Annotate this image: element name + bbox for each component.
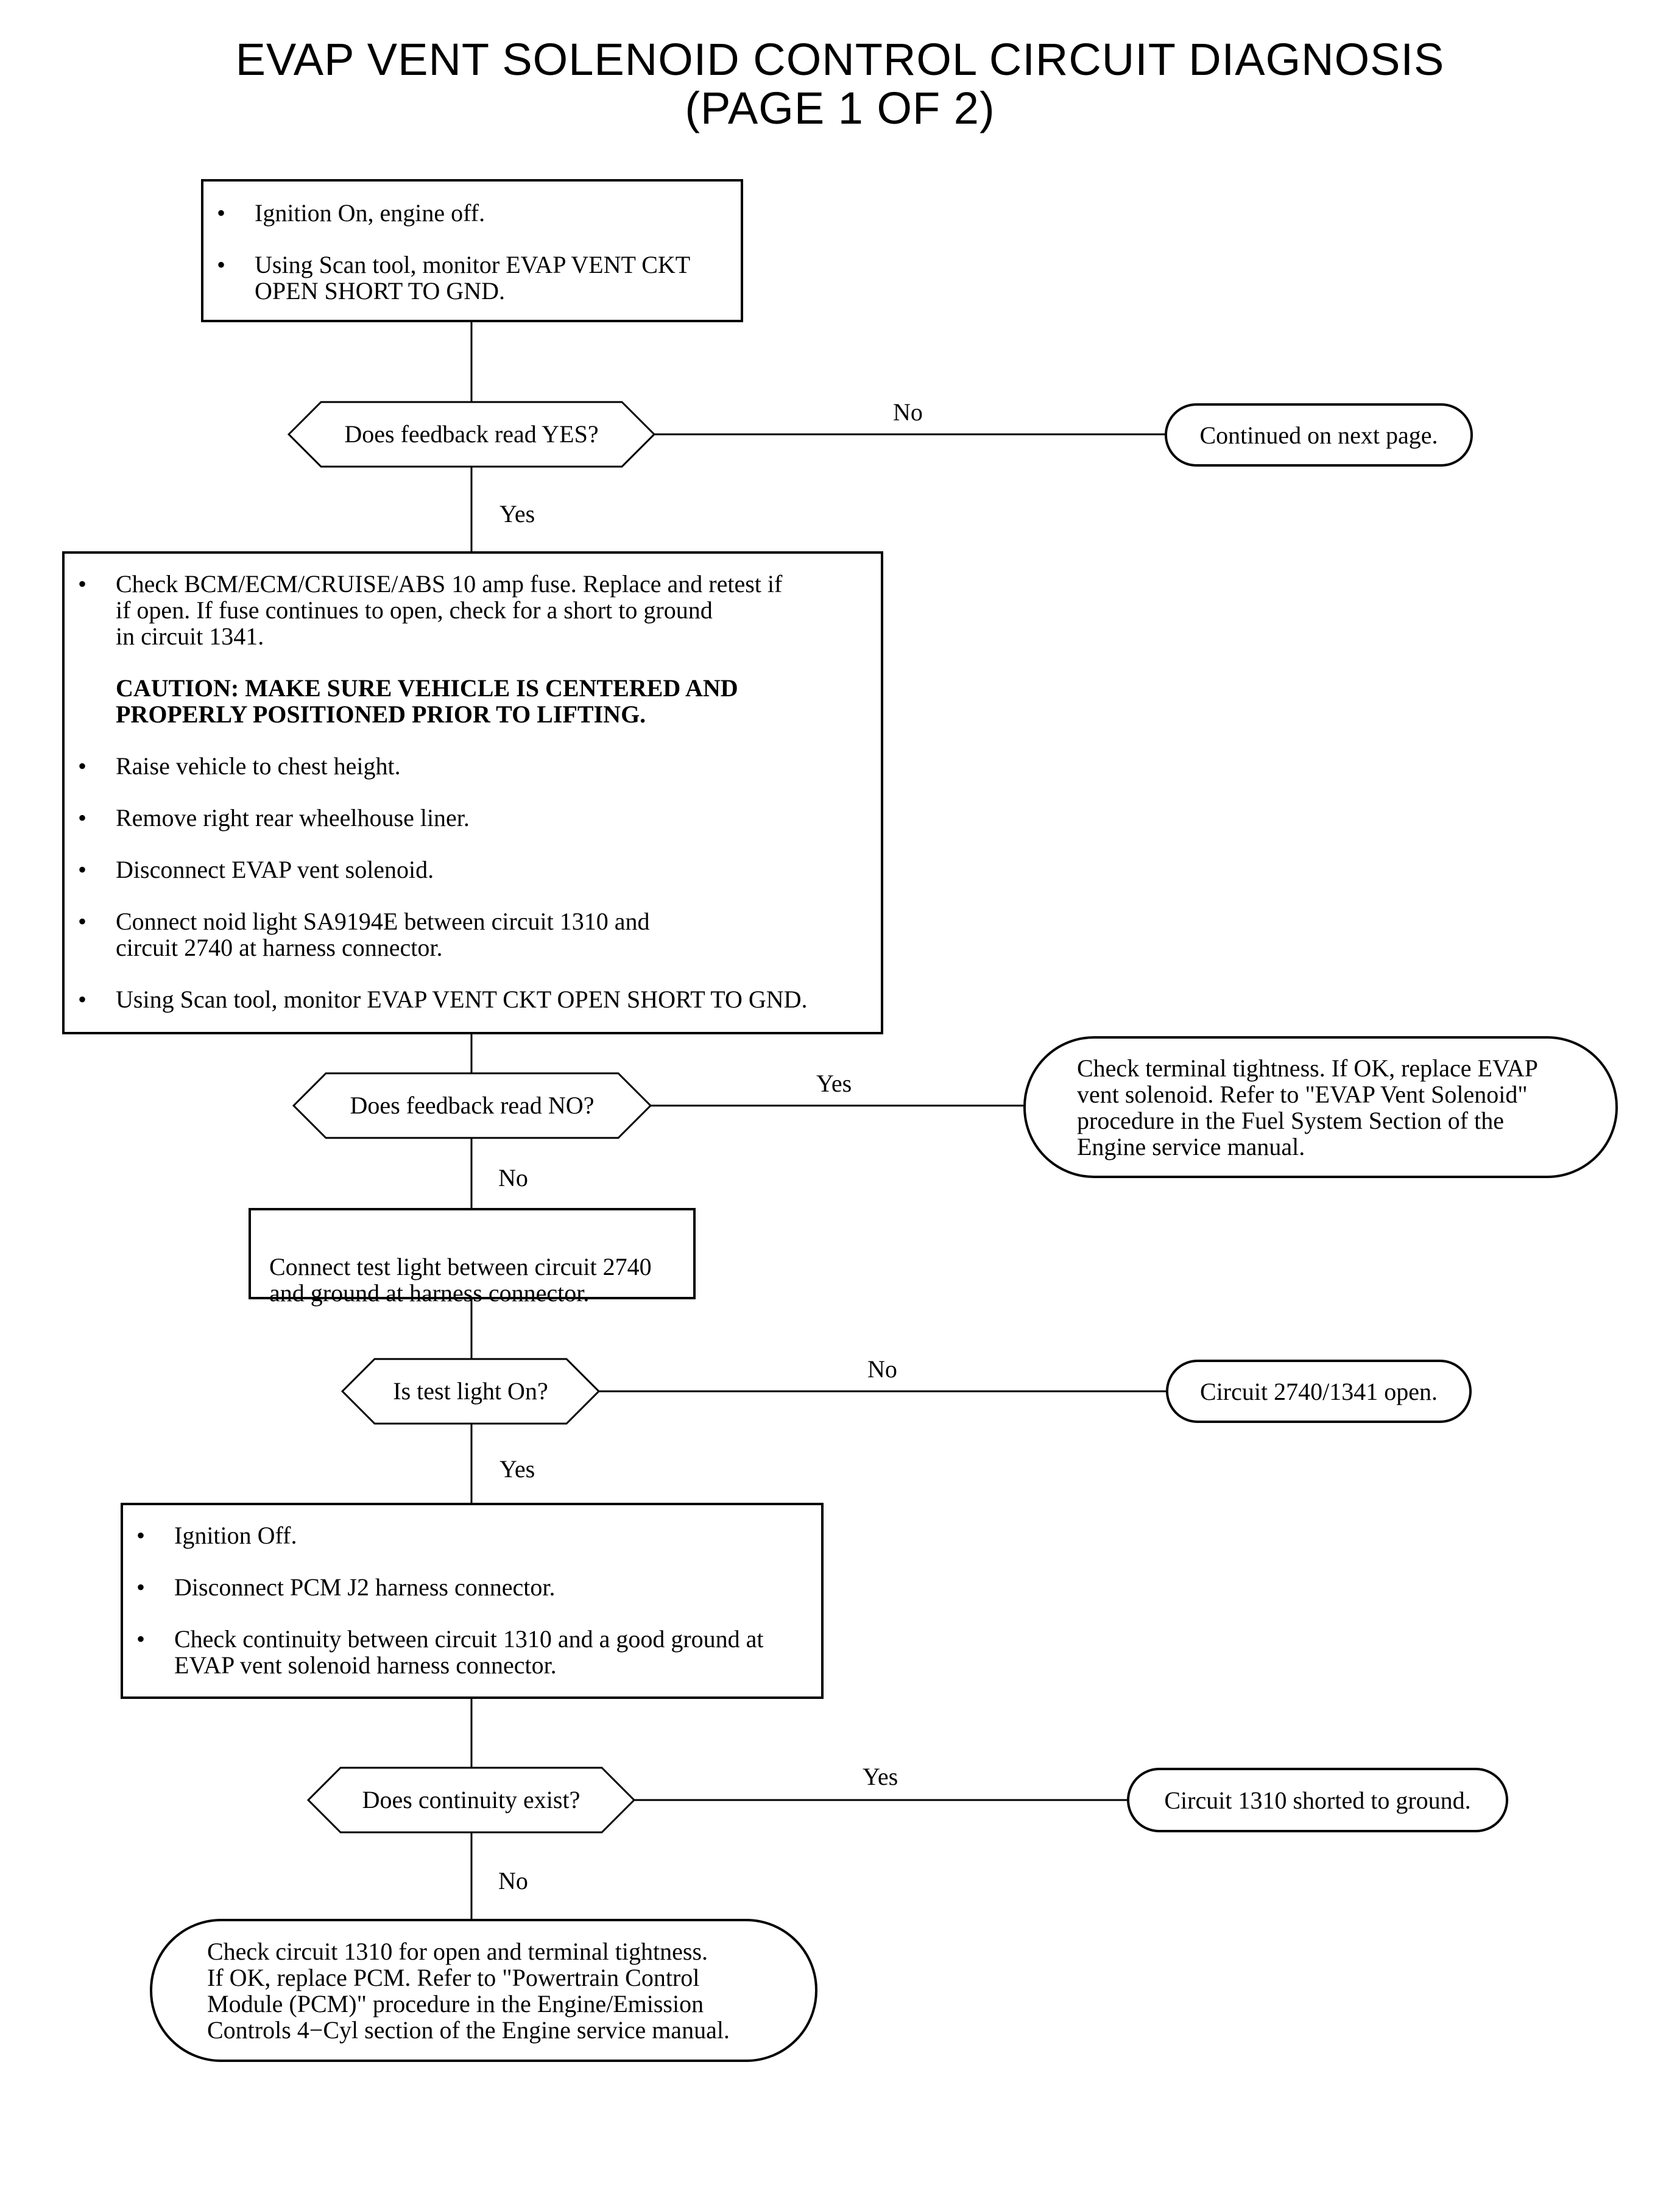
outcome-4-text: Circuit 1310 shorted to ground. [1164,1786,1471,1814]
diagram-title: EVAP VENT SOLENOID CONTROL CIRCUIT DIAGN… [0,35,1680,133]
step-1-box: Ignition On, engine off. Using Scan tool… [201,179,743,322]
outcome-2-terminal: Check terminal tightness. If OK, replace… [1023,1036,1618,1178]
final-text: Check circuit 1310 for open and terminal… [207,1937,730,2044]
outcome-3-text: Circuit 2740/1341 open. [1200,1377,1438,1405]
step-2-item: Remove right rear wheelhouse liner. [65,805,881,831]
step-2-list-top: Check BCM/ECM/CRUISE/ABS 10 amp fuse. Re… [65,571,881,649]
step-4-item: Check continuity between circuit 1310 an… [123,1626,821,1678]
outcome-4-terminal: Circuit 1310 shorted to ground. [1127,1768,1508,1832]
decision-diamond-1 [287,401,656,468]
step-2-item: Raise vehicle to chest height. [65,753,881,779]
decision-diamond-3 [341,1358,601,1425]
step-3-text: Connect test light between circuit 2740 … [269,1253,652,1307]
decision-diamond-4 [306,1767,636,1834]
outcome-1-text: Continued on next page. [1199,421,1438,449]
decision-1-no-label: No [893,398,923,426]
decision-1-yes-label: Yes [499,500,535,528]
step-3-box: Connect test light between circuit 2740 … [249,1208,696,1306]
title-line-1: EVAP VENT SOLENOID CONTROL CIRCUIT DIAGN… [235,34,1445,85]
step-1-item: Using Scan tool, monitor EVAP VENT CKT O… [203,252,741,304]
step-2-item: Check BCM/ECM/CRUISE/ABS 10 amp fuse. Re… [65,571,881,649]
step-2-item: Disconnect EVAP vent solenoid. [65,856,881,883]
decision-1-question: Does feedback read YES? [344,420,599,448]
outcome-2-text: Check terminal tightness. If OK, replace… [1077,1054,1538,1160]
decision-4-question: Does continuity exist? [362,1786,581,1813]
decision-4-yes-label: Yes [863,1763,898,1790]
step-1-list: Ignition On, engine off. Using Scan tool… [203,200,741,304]
step-4-list: Ignition Off. Disconnect PCM J2 harness … [123,1522,821,1678]
final-terminal: Check circuit 1310 for open and terminal… [150,1919,817,2062]
decision-diamond-2 [292,1072,652,1139]
step-2-box: Check BCM/ECM/CRUISE/ABS 10 amp fuse. Re… [62,551,883,1034]
decision-3-no-label: No [867,1355,897,1383]
step-2-list: Raise vehicle to chest height. Remove ri… [65,753,881,1012]
decision-3-yes-label: Yes [499,1455,535,1483]
outcome-1-terminal: Continued on next page. [1165,403,1473,467]
step-2-item: Using Scan tool, monitor EVAP VENT CKT O… [65,986,881,1012]
decision-2-no-label: No [498,1164,528,1191]
decision-3-question: Is test light On? [393,1377,548,1405]
decision-4-no-label: No [498,1867,528,1894]
step-4-item: Ignition Off. [123,1522,821,1548]
step-1-item: Ignition On, engine off. [203,200,741,226]
title-line-2: (PAGE 1 OF 2) [685,83,995,133]
decision-2-yes-label: Yes [816,1070,852,1097]
step-4-box: Ignition Off. Disconnect PCM J2 harness … [121,1503,824,1699]
caution-note: CAUTION: MAKE SURE VEHICLE IS CENTERED A… [116,674,738,728]
outcome-3-terminal: Circuit 2740/1341 open. [1166,1360,1472,1423]
step-2-item: Connect noid light SA9194E between circu… [65,908,881,961]
decision-2-question: Does feedback read NO? [350,1092,595,1119]
step-4-item: Disconnect PCM J2 harness connector. [123,1574,821,1600]
